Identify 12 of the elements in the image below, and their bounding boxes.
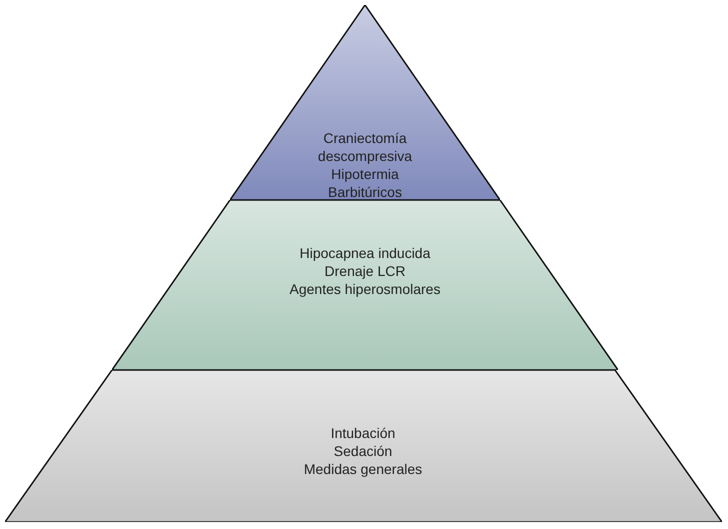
tier-text: Intubación [330,424,396,442]
pyramid-tier [230,5,500,200]
tier-text: Barbitúricos [327,183,403,201]
pyramid-tier [5,370,722,522]
tier-text: Craniectomía descompresiva [316,129,414,165]
tier-text: Sedación [332,442,394,460]
tier-text: Medidas generales [302,460,424,478]
pyramid-tier [112,200,618,370]
tier-text: Drenaje LCR [324,262,406,280]
tier-text: Hipotermia [330,165,400,183]
tier-text: Agentes hiperosmolares [288,280,442,298]
tier-text: Hipocapnea inducida [298,244,432,262]
